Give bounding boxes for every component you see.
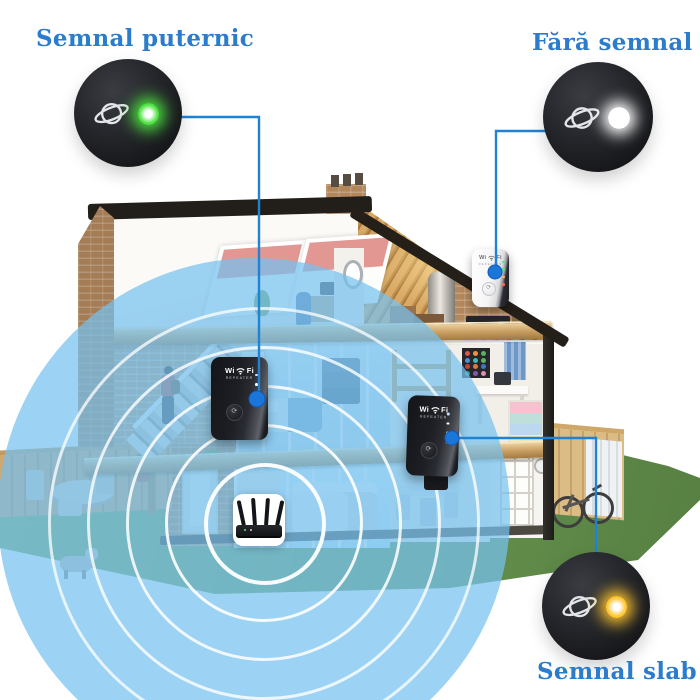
bed [260,398,322,432]
dog-leg [82,570,86,579]
wall-art-dots [462,348,490,378]
bicycle-handlebar [591,483,603,492]
repeater-sublabel: REPEATER [419,414,448,420]
planet-icon [94,103,129,125]
repeater-logo-wi: Wi [479,255,487,261]
kids-desk-leg [478,394,482,424]
repeater-logo-wi: Wi [225,366,235,375]
dresser [322,358,360,404]
led-none [607,107,630,130]
repeater-logo: Wi Fi [408,404,460,415]
dining-chair [396,494,410,520]
repeater-logo-wi: Wi [419,404,430,414]
repeater-led-strip [446,412,450,444]
wifi-repeater-attic: Wi Fi REPEATER ⟳ [472,249,509,307]
router-led [244,529,246,531]
led-strong [137,103,160,125]
dining-chair [420,498,436,526]
label-strong-signal: Semnal puternic [36,25,255,52]
repeater-logo-fi: Fi [246,366,254,375]
repeater-led-strip [502,260,505,286]
repeater-logo: Wi Fi [211,366,268,375]
router-antenna [251,497,257,527]
router-body [236,525,282,538]
bicycle-wheel [582,492,614,524]
dog-head [85,548,98,560]
wifi-icon [431,406,440,414]
indicator-weak-signal [542,552,650,660]
chimney-pot [343,174,351,186]
skylight-blind [216,244,302,280]
repeater-led-strip [255,373,258,405]
person-bag [171,380,180,394]
wifi-repeater-living-room: Wi Fi REPEATER ⟳ [211,357,268,440]
dog [60,548,100,582]
wifi-repeater-kitchen: Wi Fi REPEATER ⟳ [405,395,461,477]
kids-desk [476,386,528,394]
french-door [500,456,534,526]
label-weak-signal: Semnal slab [537,658,697,685]
attic-chair [296,292,311,328]
dining-chair [444,492,458,518]
planet-icon [564,107,599,129]
planet-icon [562,596,597,618]
label-no-signal: Fără semnal [532,29,693,56]
bunkbed-rail [392,364,451,369]
person-on-stairs [156,366,182,430]
kids-monitor [494,372,511,385]
porthole-window [343,260,363,289]
garden-chair [58,500,82,516]
wps-button: ⟳ [481,282,496,297]
sideboard [238,472,280,496]
garden-chair [26,470,44,500]
bunkbed-post [392,350,397,402]
chimney-pot [355,173,363,185]
router-antenna [236,500,246,527]
bed-blanket [287,398,322,432]
gable-brick-left [78,206,114,448]
wifi-router [236,497,284,542]
router-antenna [264,497,270,527]
indicator-strong-signal [74,59,182,167]
router-antenna [275,500,284,527]
repeater-sublabel: REPEATER [225,376,254,380]
indicator-no-signal [543,62,653,172]
dog-leg [64,570,68,579]
router-led [250,529,252,531]
wps-button: ⟳ [225,404,243,422]
person-legs [162,396,174,424]
wifi-icon [236,367,245,375]
front-door-left [182,462,218,534]
attic-plant [254,290,270,316]
repeater-logo-fi: Fi [496,255,502,261]
led-weak [605,596,628,618]
bicycle [550,468,614,528]
wifi-icon [488,255,495,261]
chimney-pot [331,175,339,187]
wps-button: ⟳ [419,441,438,459]
person-head [164,366,173,375]
house-right-wall [543,330,554,540]
sofa [292,492,378,534]
bunkbed-rail [392,386,451,391]
bunkbed-post [446,350,451,402]
